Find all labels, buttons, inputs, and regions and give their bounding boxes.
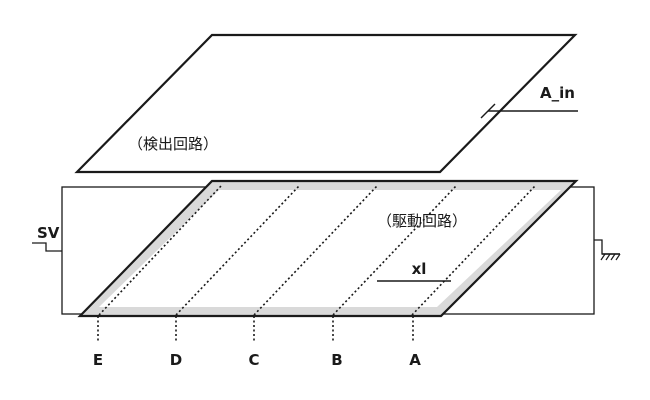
electrode-line-c	[253, 185, 378, 316]
drive-plate-outline	[77, 179, 579, 318]
ground-lead	[594, 239, 620, 255]
electrode-label-e: E	[93, 351, 103, 369]
a-in-label: A_in	[540, 84, 575, 102]
electrode-label-d: D	[170, 351, 182, 369]
electrode-line-d	[175, 185, 300, 316]
sense-circuit-label: （検出回路）	[128, 135, 218, 153]
electrode-label-b: B	[331, 351, 342, 369]
drive-plate-inner	[99, 190, 561, 307]
a-in-tick	[480, 103, 496, 119]
electrode-label-c: C	[248, 351, 259, 369]
electrode-line-b	[332, 185, 457, 316]
electrode-label-a: A	[409, 351, 421, 369]
sv-terminal-lead	[32, 242, 62, 252]
electrode-line-a	[411, 185, 536, 316]
xl-label: xl	[412, 260, 427, 278]
drive-circuit-label: （駆動回路）	[377, 212, 467, 230]
sense-plate	[74, 33, 578, 174]
sv-label: SV	[37, 224, 60, 242]
ground-icon	[600, 253, 621, 261]
